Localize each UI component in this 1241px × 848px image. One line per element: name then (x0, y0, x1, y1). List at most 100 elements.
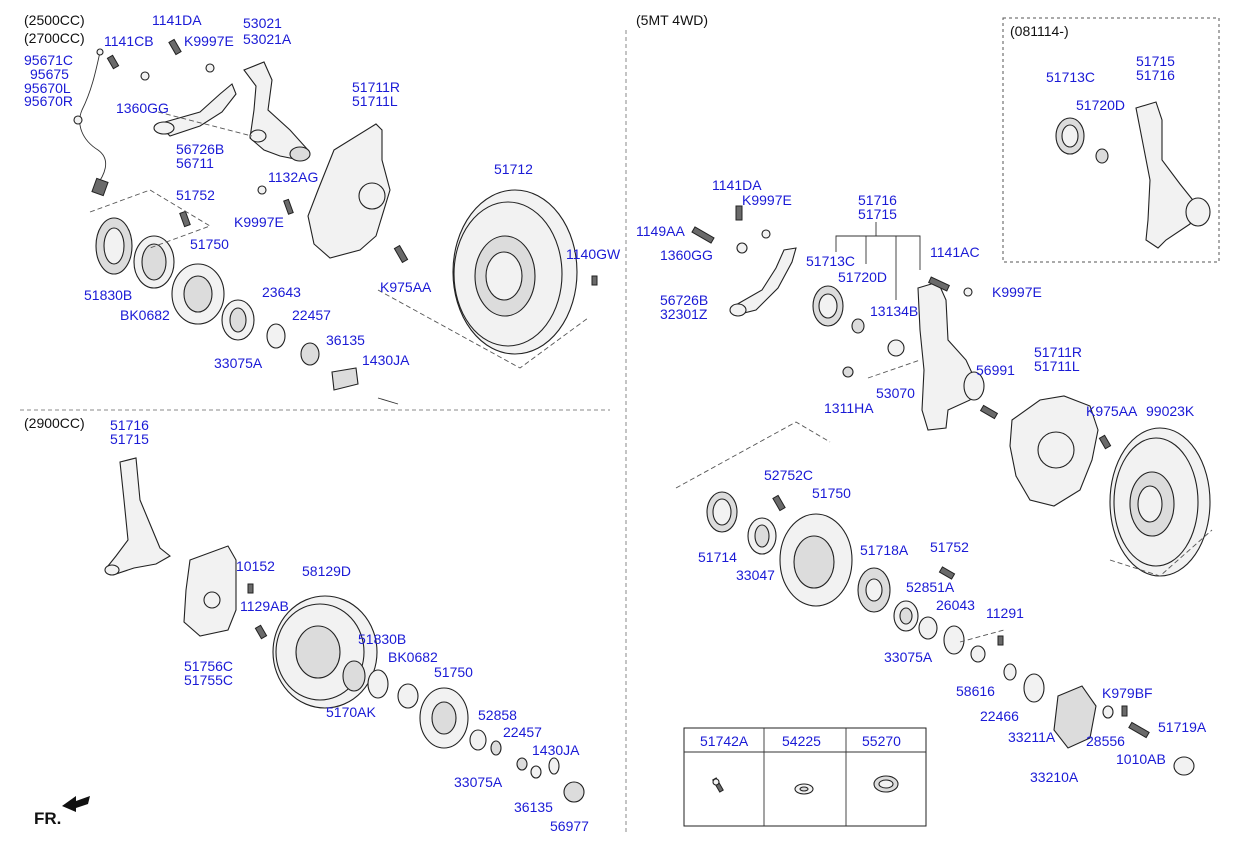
label-1430ja-b: 1430JA (532, 742, 580, 758)
label-51830b: 51830B (84, 287, 132, 303)
label-1132ag: 1132AG (268, 169, 318, 185)
label-32301z: 32301Z (660, 306, 708, 322)
label-33075a-b: 33075A (454, 774, 503, 790)
table-header-51742a: 51742A (700, 733, 749, 749)
label-k9997e-c2: K9997E (992, 284, 1042, 300)
section-2900cc: (2900CC) (24, 415, 85, 431)
label-95671c: 95671C (24, 52, 73, 68)
label-13134b: 13134B (870, 303, 918, 319)
label-58616: 58616 (956, 683, 995, 699)
label-52851a: 52851A (906, 579, 955, 595)
label-51713c-c: 51713C (806, 253, 855, 269)
label-28556: 28556 (1086, 733, 1125, 749)
label-1360gg: 1360GG (116, 100, 169, 116)
label-bk0682-b: BK0682 (388, 649, 438, 665)
label-51718a: 51718A (860, 542, 909, 558)
label-k9997e-2: K9997E (234, 214, 284, 230)
label-k975aa: K975AA (380, 279, 432, 295)
label-1141cb: 1141CB (104, 33, 154, 49)
label-51830b-b: 51830B (358, 631, 406, 647)
label-51713c-d: 51713C (1046, 69, 1095, 85)
label-51712: 51712 (494, 161, 533, 177)
section-inset-081114: (081114-) (1010, 23, 1069, 39)
bolt-icon (712, 777, 724, 793)
section-5mt-4wd: (5MT 4WD) (636, 12, 708, 28)
label-22457-b: 22457 (503, 724, 542, 740)
label-51716-c: 51716 (858, 192, 897, 208)
right-parts (675, 205, 1213, 776)
label-51714: 51714 (698, 549, 737, 565)
label-33075a: 33075A (214, 355, 263, 371)
label-1141da: 1141DA (152, 12, 202, 28)
label-51716-b: 51716 (110, 417, 149, 433)
label-56711: 56711 (176, 155, 214, 171)
label-51750-b: 51750 (434, 664, 473, 680)
label-k979bf: K979BF (1102, 685, 1153, 701)
label-1360gg-c: 1360GG (660, 247, 713, 263)
washer-icon (794, 783, 814, 795)
section-2700cc: (2700CC) (24, 30, 85, 46)
seal-icon (873, 775, 899, 793)
label-1140gw: 1140GW (566, 246, 621, 262)
label-22457: 22457 (292, 307, 331, 323)
label-51719a: 51719A (1158, 719, 1207, 735)
label-51715-d: 51715 (1136, 53, 1175, 69)
label-56726b-c: 56726B (660, 292, 708, 308)
label-51752-c: 51752 (930, 539, 969, 555)
label-51720d-c: 51720D (838, 269, 887, 285)
label-95670l: 95670L (24, 80, 71, 96)
label-33075a-c: 33075A (884, 649, 933, 665)
label-95675: 95675 (30, 66, 69, 82)
label-1430ja: 1430JA (362, 352, 410, 368)
inset-parts: 51713C 51715 51716 51720D (1046, 53, 1211, 249)
label-33210a: 33210A (1030, 769, 1079, 785)
label-1129ab: 1129AB (240, 598, 289, 614)
bottom-left-parts (104, 457, 585, 803)
label-51756c: 51756C (184, 658, 233, 674)
label-36135: 36135 (326, 332, 365, 348)
label-k975aa-c: K975AA (1086, 403, 1138, 419)
label-k9997e-c1: K9997E (742, 192, 792, 208)
section-2500cc: (2500CC) (24, 12, 85, 28)
label-52858: 52858 (478, 707, 517, 723)
label-53021: 53021 (243, 15, 282, 31)
label-51750-c: 51750 (812, 485, 851, 501)
label-10152: 10152 (236, 558, 275, 574)
label-23643: 23643 (262, 284, 301, 300)
label-22466: 22466 (980, 708, 1019, 724)
label-51755c: 51755C (184, 672, 233, 688)
label-33211a: 33211A (1008, 729, 1056, 745)
label-56977: 56977 (550, 818, 589, 834)
inset-box (1002, 17, 1220, 263)
label-56726b: 56726B (176, 141, 224, 157)
label-1149aa: 1149AA (636, 223, 685, 239)
label-51711l: 51711L (352, 93, 398, 109)
front-label: FR. (34, 809, 61, 828)
label-95670r: 95670R (24, 93, 73, 109)
label-51715-c: 51715 (858, 206, 897, 222)
front-arrow-icon (62, 796, 90, 812)
label-56991: 56991 (976, 362, 1015, 378)
label-26043: 26043 (936, 597, 975, 613)
label-51750: 51750 (190, 236, 229, 252)
right-labels: 1141DA K9997E 1149AA 1360GG 56726B 32301… (636, 177, 1207, 785)
front-direction-indicator: FR. (34, 796, 90, 828)
label-53021a: 53021A (243, 31, 292, 47)
table-header-55270: 55270 (862, 733, 901, 749)
label-1141ac: 1141AC (930, 244, 980, 260)
label-1141da-c: 1141DA (712, 177, 762, 193)
label-58129d: 58129D (302, 563, 351, 579)
label-51720d-d: 51720D (1076, 97, 1125, 113)
top-left-parts (73, 38, 598, 405)
label-k9997e: K9997E (184, 33, 234, 49)
label-5170ak: 5170AK (326, 704, 376, 720)
label-51715-b: 51715 (110, 431, 149, 447)
label-51711r-c: 51711R (1034, 344, 1082, 360)
label-1311ha: 1311HA (824, 400, 874, 416)
bottom-left-labels: 51716 51715 10152 58129D 1129AB 51830B B… (110, 417, 589, 834)
table-header-54225: 54225 (782, 733, 821, 749)
label-51716-d: 51716 (1136, 67, 1175, 83)
label-51711r: 51711R (352, 79, 400, 95)
label-51711l-c: 51711L (1034, 358, 1080, 374)
label-99023k: 99023K (1146, 403, 1195, 419)
